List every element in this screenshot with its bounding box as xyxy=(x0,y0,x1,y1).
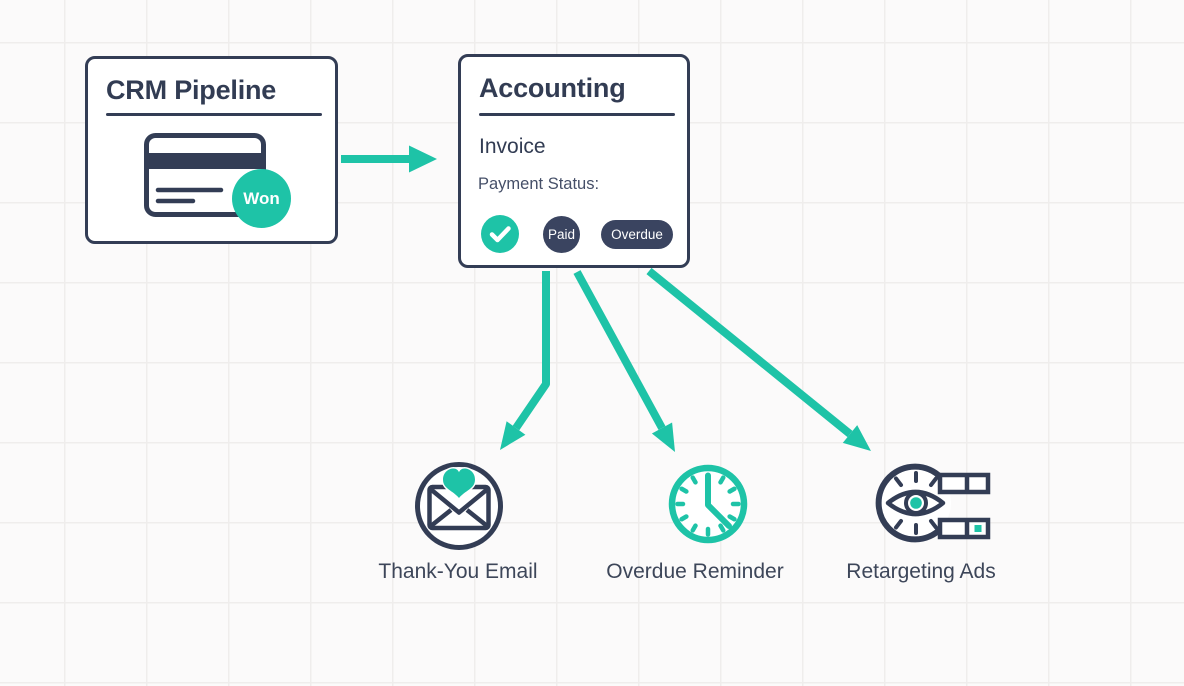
paid-badge-label: Paid xyxy=(547,227,576,242)
accounting-title-underline xyxy=(479,113,675,116)
won-badge-label: Won xyxy=(243,188,280,208)
crm-card-title: CRM Pipeline xyxy=(106,75,277,105)
invoice-text: Invoice xyxy=(479,135,546,158)
check-icon xyxy=(489,226,511,243)
edge-accounting-to-ads xyxy=(646,267,871,451)
overdue-badge: Overdue xyxy=(601,220,673,249)
magnet-eye-icon xyxy=(875,463,991,543)
crm-title-underline xyxy=(106,113,322,116)
crm-pipeline-card: CRM Pipeline Won xyxy=(85,56,338,244)
paid-badge: Paid xyxy=(543,216,580,253)
edge-accounting-to-reminder xyxy=(573,270,675,452)
payment-status-text: Payment Status: xyxy=(478,175,600,193)
accounting-card-title: Accounting xyxy=(479,73,626,103)
accounting-card: Accounting Invoice Payment Status: Paid … xyxy=(458,54,690,268)
overdue-reminder-label: Overdue Reminder xyxy=(606,560,784,583)
won-status-badge: Won xyxy=(232,169,291,228)
overdue-badge-label: Overdue xyxy=(611,227,663,242)
retargeting-ads-label: Retargeting Ads xyxy=(846,560,996,583)
thank-you-email-label: Thank-You Email xyxy=(378,560,538,583)
paid-check-badge xyxy=(481,215,519,253)
edge-crm-to-accounting xyxy=(341,145,437,173)
edge-accounting-to-email xyxy=(500,271,550,450)
email-heart-icon xyxy=(415,462,503,550)
clock-icon xyxy=(668,464,748,544)
